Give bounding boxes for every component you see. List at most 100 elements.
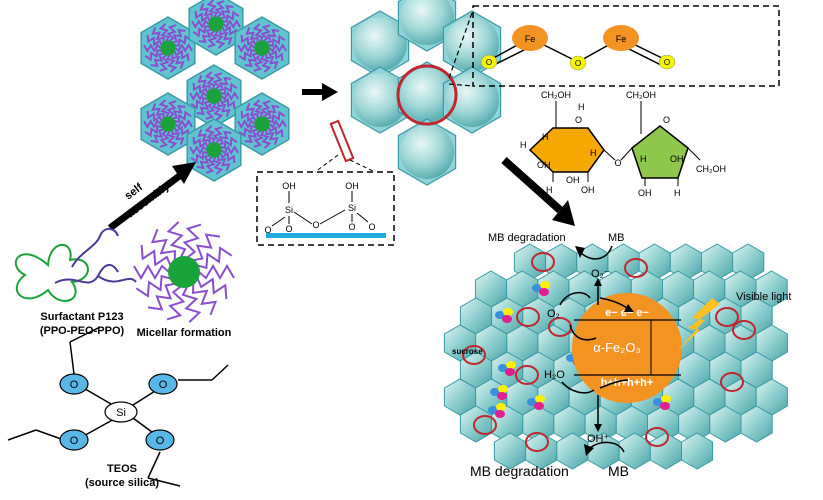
o-label-3: O (664, 58, 670, 67)
teos-o-atom-1 (59, 373, 89, 395)
ch2oh-1: CH₂OH (541, 90, 571, 100)
fe-loaded-pore-ring (515, 365, 539, 385)
sucrose-adsorbate (490, 385, 508, 400)
sucrose-adsorbate (488, 403, 506, 418)
teos-label-line2: (source silica) (85, 477, 159, 489)
fe-loaded-pore-ring (645, 427, 669, 447)
mb-degradation-top-label: MB degradation (488, 232, 566, 244)
ch2oh-2: CH₂OH (626, 90, 656, 100)
micelle-in-hex (237, 23, 287, 73)
teos-si-label: Si (116, 407, 126, 419)
ring-o-2: O (663, 115, 670, 125)
silica-pore (353, 73, 407, 127)
ring-o-1: O (575, 115, 582, 125)
teos-o-label-1: O (70, 379, 79, 391)
teos-o-label-2: O (159, 379, 168, 391)
water-label: H₂O (544, 369, 565, 381)
pore-wall-highlight (329, 119, 355, 163)
oh-3: OH (537, 160, 551, 170)
teos-si-atom (104, 401, 138, 423)
oh-4: OH (581, 185, 595, 195)
teos-o-atom-2 (148, 373, 178, 395)
silica-wall-zoom-box: OH Si O O O OH Si O O (256, 154, 395, 246)
visible-light-label: Visible light (736, 291, 791, 303)
mb-top-label: MB (608, 232, 625, 244)
micelle-in-hex (189, 71, 239, 121)
h-4: H (590, 148, 597, 158)
oh-label-1: OH (282, 181, 296, 191)
superoxide-label: O₂⁻ (591, 268, 610, 280)
sucrose-adsorbate (498, 361, 516, 376)
silica-pore (400, 68, 454, 122)
fe-atom-1 (512, 25, 548, 51)
fe-o-fe-zoom-box: Fe Fe O O O (448, 5, 780, 87)
glycosidic-o: O (614, 158, 621, 168)
mesoporous-silica-array (350, 0, 502, 186)
sucrose-adsorbate (495, 308, 513, 323)
self-assembly-arrow: self assembly (107, 162, 196, 231)
holes-label: h+h+h+h+ (601, 377, 654, 389)
mb-degradation-bottom-label: MB degradation (470, 463, 569, 479)
ch2oh-3: CH₂OH (696, 164, 726, 174)
o-label-4: O (264, 225, 271, 235)
fe-loaded-pore-ring (720, 372, 744, 392)
si-label-2: Si (348, 203, 356, 213)
visible-light-lightning-icon (676, 298, 720, 352)
micelle-structure (133, 221, 235, 323)
sucrose-structure: O CH₂OH H O H H OH H H OH OH CH₂OH O H O… (520, 90, 726, 198)
oh-6: OH (670, 154, 684, 164)
o-label-2: O (575, 59, 581, 68)
si-label-1: Si (285, 205, 293, 215)
teos-label-line1: TEOS (107, 463, 137, 475)
fe-loaded-pore-ring (624, 258, 648, 278)
oh-label-2: OH (345, 181, 359, 191)
teos-o-atom-3 (59, 429, 89, 451)
o-atom-1 (480, 54, 498, 70)
fe-loaded-pore-ring (516, 307, 540, 327)
sucrose-adsorbate (653, 395, 671, 410)
fe-loaded-pore-ring (473, 415, 497, 435)
micelle-in-hex (237, 99, 287, 149)
micelle (133, 221, 235, 323)
fe-loaded-pore-ring (732, 320, 756, 340)
oxygen-label: O₂ (547, 308, 560, 320)
h-7: H (674, 188, 681, 198)
silica-pore (353, 17, 407, 71)
o-label-5: O (285, 224, 292, 234)
fe-label-2: Fe (616, 34, 627, 44)
sucrose-label: sucrose (452, 347, 483, 356)
fe-loaded-pore-ring (462, 345, 486, 365)
fe2o3-label: α-Fe₂O₃ (593, 340, 640, 355)
photocatalyst-hex-cell (681, 432, 714, 470)
teos-o-label-4: O (156, 435, 165, 447)
arrow-to-silica (302, 83, 338, 101)
h-6: H (640, 154, 647, 164)
fructose-ring (631, 125, 689, 179)
fe-loaded-pore-ring (525, 432, 549, 452)
silica-pore (445, 73, 499, 127)
silica-pore (400, 125, 454, 179)
o-label-8: O (368, 222, 375, 232)
photocatalyst-hex-cell (649, 432, 682, 470)
micelle-in-hex (143, 99, 193, 149)
mb-bottom-label: MB (608, 463, 629, 479)
oh-7: OH (638, 188, 652, 198)
h-1: H (578, 102, 585, 112)
h-2: H (520, 140, 527, 150)
fe-atom-2 (603, 25, 639, 51)
electrons-label: e− e− e− (605, 307, 649, 319)
micelle-in-hex (189, 125, 239, 175)
micelle-hexagon-array (140, 0, 290, 182)
photocatalyst-honeycomb (443, 243, 788, 470)
teos-o-atom-4 (145, 429, 175, 451)
o-atom-2 (569, 55, 587, 71)
teos-o-label-3: O (70, 435, 79, 447)
h-3: H (542, 132, 549, 142)
micellar-formation-label: Micellar formation (137, 327, 232, 339)
fe2o3-particle: e− e− e− α-Fe₂O₃ h+h+h+h+ (572, 293, 682, 403)
fe-label-1: Fe (525, 34, 536, 44)
surfactant-label-line2: (PPO-PEO-PPO) (40, 325, 125, 337)
teos-molecule: O O O O Si TEOS (source silica) (7, 327, 229, 489)
surfactant-p123: Surfactant P123 (PPO-PEO-PPO) (14, 227, 137, 337)
highlighted-pore-ring (396, 64, 458, 126)
